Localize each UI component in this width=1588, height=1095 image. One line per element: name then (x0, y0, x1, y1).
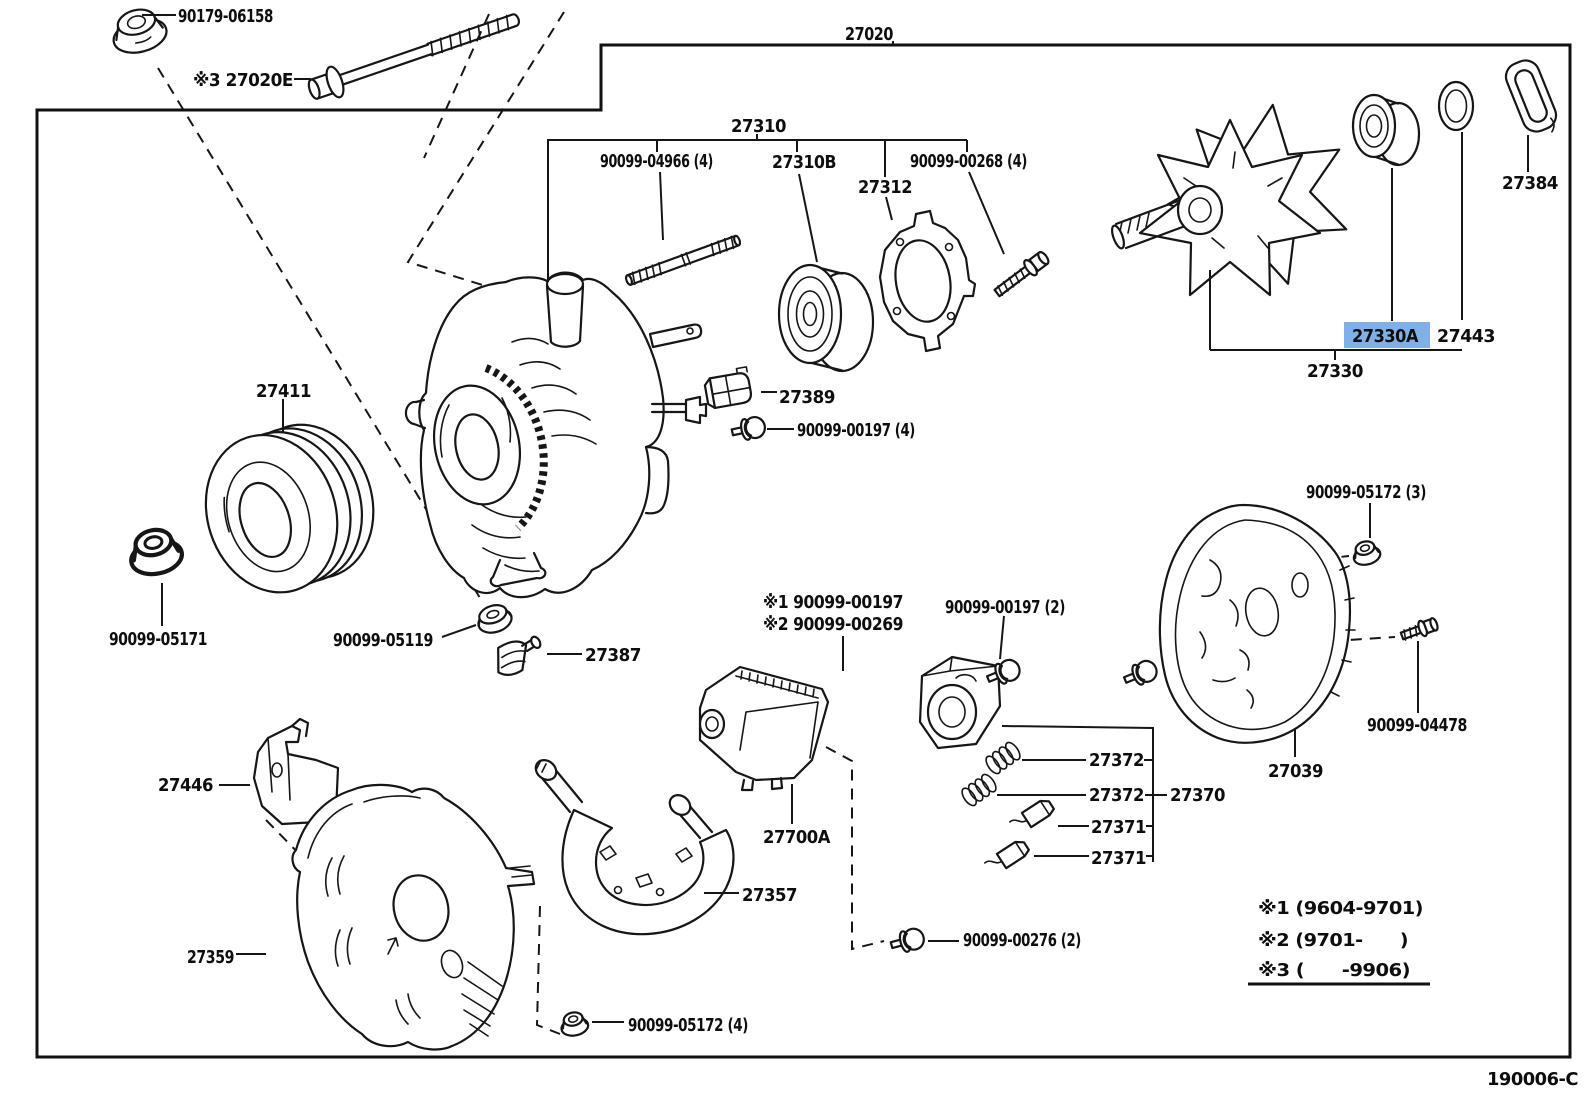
part-label-27443[interactable]: 27443 (1437, 326, 1496, 347)
brush-27371-drawing-a (1009, 799, 1055, 829)
brush-holder-27370-drawing (918, 655, 1002, 750)
part-label-90099-05171[interactable]: 90099-05171 (109, 629, 208, 650)
stud-bolt-90099-04966-drawing (624, 234, 742, 286)
part-label-27370[interactable]: 27370 (1170, 785, 1226, 806)
bearing-27330a-drawing (1351, 93, 1421, 167)
legend-note-1: ※1 (9604-9701) (1258, 898, 1423, 919)
legend: ※1 (9604-9701) ※2 (9701- ) ※3 ( -9906) (1248, 898, 1430, 986)
part-label-90099-00268[interactable]: 90099-00268 (4) (910, 151, 1028, 172)
through-bolt-27020e-drawing (307, 13, 520, 100)
part-label-90099-05172-4[interactable]: 90099-05172 (4) (628, 1015, 749, 1036)
brush-spring-27372-drawing-a (985, 741, 1021, 775)
part-label-27359[interactable]: 27359 (187, 947, 235, 968)
rear-frame-27039-drawing (1158, 503, 1356, 744)
brush-27371-drawing-b (984, 840, 1030, 870)
bracket-27446-drawing (252, 717, 340, 826)
legend-note-2: ※2 (9701- ) (1258, 930, 1408, 951)
rear-cover-27359-drawing (291, 783, 536, 1051)
bearing-retainer-27312-drawing (878, 209, 977, 353)
part-label-27446[interactable]: 27446 (158, 775, 214, 796)
ring-27443-drawing (1437, 80, 1475, 132)
leader-lines (142, 14, 1529, 1023)
part-label-27387[interactable]: 27387 (585, 645, 642, 666)
part-label-27389[interactable]: 27389 (779, 387, 836, 408)
bearing-27310b-drawing (777, 263, 875, 373)
part-label-90099-04966[interactable]: 90099-04966 (4) (600, 151, 714, 172)
flange-nut-90179-drawing (112, 8, 168, 54)
terminal-insulator-27389-drawing (703, 366, 753, 410)
part-label-s1-90099-00197[interactable]: ※1 90099-00197 (763, 592, 904, 613)
part-label-90179-06158[interactable]: 90179-06158 (178, 6, 274, 27)
part-label-90099-00197-2[interactable]: 90099-00197 (2) (945, 597, 1066, 618)
screw-90099-00197-2-drawing-b (1120, 656, 1161, 691)
part-label-90099-04478[interactable]: 90099-04478 (1367, 715, 1468, 736)
drawing-code: 190006-C (1487, 1069, 1578, 1090)
part-label-27020[interactable]: 27020 (845, 24, 894, 45)
screw-90099-00276-drawing (887, 925, 928, 957)
front-housing-drawing (404, 271, 708, 599)
part-label-27312[interactable]: 27312 (858, 177, 913, 198)
part-label-27330a-highlighted[interactable]: 27330A (1352, 326, 1419, 347)
part-label-27020e[interactable]: ※3 27020E (193, 70, 294, 91)
regulator-27700a-drawing (698, 665, 830, 792)
nut-90099-05172-4-drawing (557, 1008, 591, 1040)
rectifier-27357-drawing (534, 759, 735, 936)
part-label-27372-b[interactable]: 27372 (1089, 785, 1145, 806)
nut-90099-05172-3-drawing (1349, 537, 1384, 569)
part-label-90099-00276[interactable]: 90099-00276 (2) (963, 930, 1082, 951)
part-label-s2-90099-00269[interactable]: ※2 90099-00269 (763, 614, 904, 635)
highlight-box-27330a[interactable] (1344, 322, 1430, 348)
rotor-27330-drawing (1111, 103, 1348, 297)
part-label-27372-a[interactable]: 27372 (1089, 750, 1145, 771)
nut-90099-05171-drawing (126, 525, 185, 578)
part-label-27371-a[interactable]: 27371 (1091, 817, 1147, 838)
part-label-27700a[interactable]: 27700A (763, 827, 831, 848)
part-label-27371-b[interactable]: 27371 (1091, 848, 1147, 869)
bolt-90099-00268-drawing (993, 251, 1050, 298)
part-label-27310[interactable]: 27310 (731, 116, 787, 137)
part-label-27039[interactable]: 27039 (1268, 761, 1324, 782)
part-label-90099-05172-3[interactable]: 90099-05172 (3) (1306, 482, 1427, 503)
part-label-27330[interactable]: 27330 (1307, 361, 1364, 382)
part-label-27310b[interactable]: 27310B (772, 152, 837, 173)
pulley-27411-drawing (204, 423, 375, 594)
part-label-27411[interactable]: 27411 (256, 381, 312, 402)
part-label-90099-00197-4[interactable]: 90099-00197 (4) (797, 420, 916, 441)
washer-90099-05119-drawing (477, 604, 513, 634)
bolt-90099-04478-drawing (1399, 617, 1439, 641)
insulator-27387-drawing (497, 635, 542, 676)
cover-27384-drawing (1504, 59, 1558, 133)
part-label-27357[interactable]: 27357 (742, 885, 798, 906)
part-label-27384[interactable]: 27384 (1502, 173, 1559, 194)
brush-spring-27372-drawing-b (961, 773, 997, 807)
assembly-outline-box (35, 43, 1572, 1059)
legend-note-3: ※3 ( -9906) (1258, 960, 1410, 981)
screw-90099-00197-4-drawing (729, 414, 768, 444)
part-label-90099-05119[interactable]: 90099-05119 (333, 630, 434, 651)
